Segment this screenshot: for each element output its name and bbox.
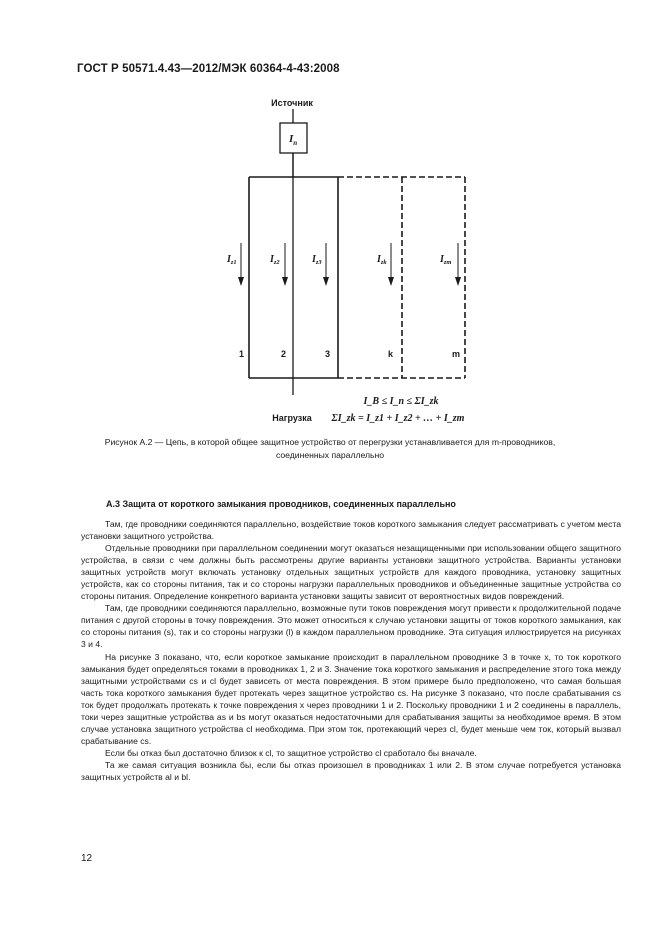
conductor-number-m: m: [452, 349, 460, 359]
current-arrow-z2: Iz2: [269, 243, 288, 286]
document-header: ГОСТ Р 50571.4.43—2012/МЭК 60364-4-43:20…: [77, 63, 340, 75]
paragraph: Там, где проводники соединяются параллел…: [81, 603, 621, 650]
figure-caption: Рисунок А.2 — Цепь, в которой общее защи…: [60, 436, 600, 461]
current-arrow-zm: Izm: [439, 243, 461, 286]
current-label-z2: Iz2: [269, 254, 280, 266]
current-label-zk: Izk: [376, 254, 387, 266]
paragraph: Отдельные проводники при параллельном со…: [81, 543, 621, 602]
current-label-z1: Iz1: [226, 254, 237, 266]
body-text: Там, где проводники соединяются параллел…: [81, 518, 621, 783]
source-current-label: In: [288, 133, 297, 147]
source-label: Источник: [271, 98, 313, 108]
conductor-number-k: k: [388, 349, 394, 359]
conductor-number-3: 3: [325, 349, 330, 359]
paragraph: На рисунке 3 показано, что, если коротко…: [81, 651, 621, 746]
caption-line-1: Рисунок А.2 — Цепь, в которой общее защи…: [104, 437, 556, 447]
page-number: 12: [81, 853, 93, 864]
current-arrow-zk: Izk: [376, 243, 394, 286]
protective-device-box: [279, 122, 308, 154]
current-label-zm: Izm: [439, 254, 452, 266]
conductor-number-2: 2: [281, 349, 286, 359]
current-arrow-z3: Iz3: [311, 243, 329, 286]
formula-line-1: I_B ≤ I_n ≤ ΣI_zk: [363, 396, 439, 407]
section-title: A.3 Защита от короткого замыкания провод…: [106, 499, 456, 509]
current-arrow-z1: Iz1: [226, 243, 244, 286]
current-label-z3: Iz3: [311, 254, 322, 266]
conductor-number-1: 1: [239, 349, 244, 359]
formula-line-2: ΣI_zk = I_z1 + I_z2 + … + I_zm: [331, 413, 465, 424]
caption-line-2: соединенных параллельно: [276, 449, 384, 460]
paragraph: Там, где проводники соединяются параллел…: [81, 519, 621, 542]
paragraph: Если бы отказ был достаточно близок к cl…: [105, 747, 477, 758]
load-label: Нагрузка: [272, 413, 312, 423]
paragraph: Та же самая ситуация возникла бы, если б…: [81, 759, 621, 782]
parallel-conductors-diagram: Источник In Iz1 Iz2 Iz3 Izk Izm 1 2 3: [226, 98, 466, 424]
